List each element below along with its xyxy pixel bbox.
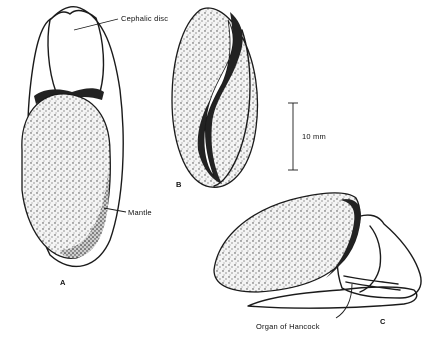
specimen-b <box>172 8 257 187</box>
label-panel-a: A <box>60 278 66 287</box>
specimen-a <box>22 7 123 267</box>
label-panel-b: B <box>176 180 182 189</box>
specimen-c <box>214 193 421 308</box>
label-organ-of-hancock: Organ of Hancock <box>256 322 320 331</box>
label-panel-c: C <box>380 317 386 326</box>
label-scale-bar: 10 mm <box>302 132 326 141</box>
specimen-c-shell <box>214 193 360 292</box>
specimen-a-cephalic-disc <box>48 11 103 95</box>
label-cephalic-disc: Cephalic disc <box>121 14 168 23</box>
scale-bar <box>288 103 298 170</box>
label-mantle: Mantle <box>128 208 152 217</box>
specimen-c-head-inner <box>360 226 381 292</box>
